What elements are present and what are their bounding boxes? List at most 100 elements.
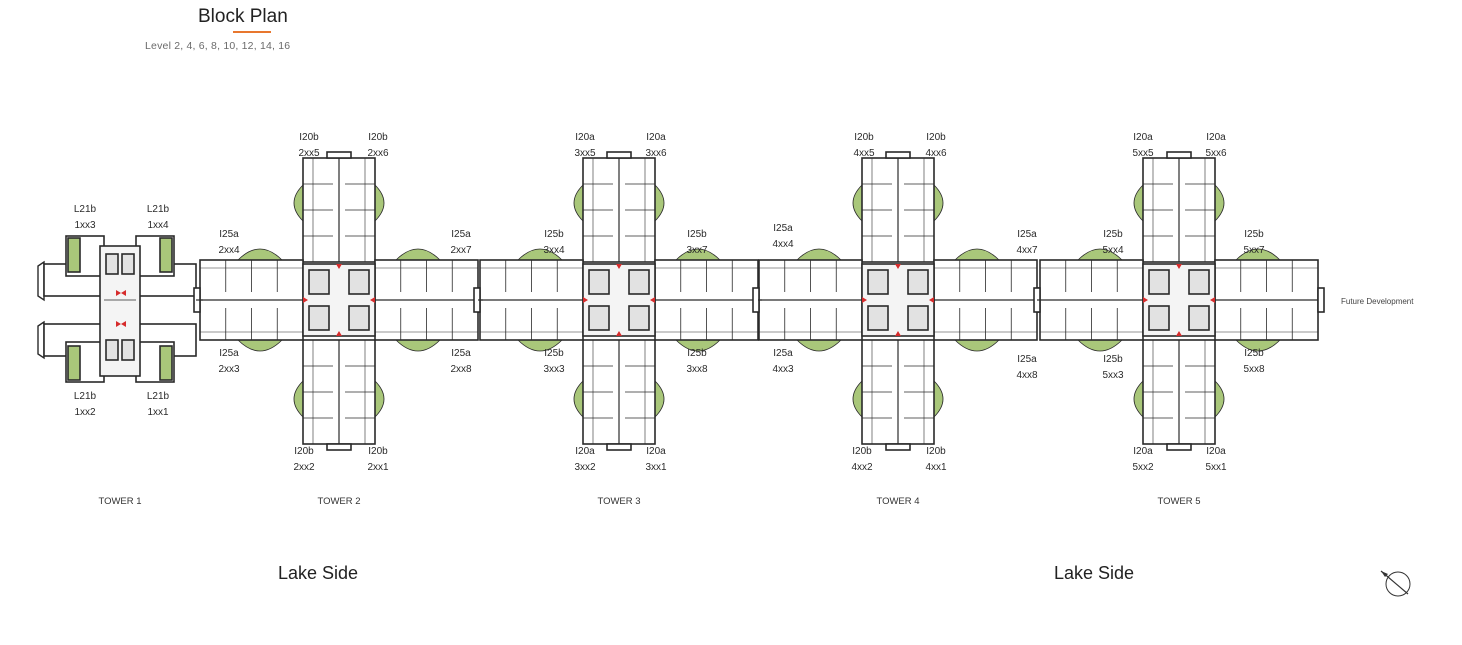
- balcony-garden: [1133, 184, 1144, 222]
- stair-core: [588, 305, 610, 331]
- balcony-garden: [1133, 380, 1144, 418]
- core-entry-marker: [1176, 331, 1182, 336]
- wing-end: [1166, 151, 1192, 159]
- wing-end: [326, 151, 352, 159]
- core-entry-marker: [1210, 297, 1215, 303]
- core-entry-marker: [1176, 264, 1182, 269]
- tower1-garden: [159, 345, 173, 381]
- balcony-garden: [954, 248, 1000, 261]
- balcony-garden: [654, 380, 665, 418]
- balcony-garden: [573, 184, 584, 222]
- core-entry-marker: [116, 290, 121, 296]
- balcony-garden: [933, 380, 944, 418]
- title-underline: [233, 31, 271, 33]
- tower1-end: [37, 320, 45, 360]
- tower-label: TOWER 3: [597, 496, 641, 507]
- balcony-garden: [293, 380, 304, 418]
- balcony-garden: [954, 339, 1000, 352]
- core-entry-marker: [616, 331, 622, 336]
- core-entry-marker: [121, 290, 126, 296]
- balcony-garden: [1214, 184, 1225, 222]
- wing-end: [1317, 287, 1325, 313]
- wing-end: [1166, 443, 1192, 451]
- balcony-garden: [1077, 339, 1123, 352]
- stair-core: [628, 305, 650, 331]
- wing-end: [606, 151, 632, 159]
- balcony-garden: [1214, 380, 1225, 418]
- tower-label: TOWER 2: [317, 496, 361, 507]
- balcony-garden: [293, 184, 304, 222]
- wing-end: [326, 443, 352, 451]
- core-entry-marker: [1143, 297, 1148, 303]
- tower-label: TOWER 5: [1157, 496, 1201, 507]
- balcony-garden: [374, 380, 385, 418]
- lift-shaft: [348, 269, 370, 295]
- tower-label: TOWER 4: [876, 496, 920, 507]
- core-entry-marker: [616, 264, 622, 269]
- lift-shaft: [121, 253, 135, 275]
- tower1-garden: [67, 345, 81, 381]
- tower1-garden: [67, 237, 81, 273]
- lift-shaft: [588, 269, 610, 295]
- stair-core: [1188, 305, 1210, 331]
- stair-core: [867, 305, 889, 331]
- core-entry-marker: [650, 297, 655, 303]
- lake-side-label-left: Lake Side: [278, 563, 359, 583]
- future-development-label: Future Development: [1341, 297, 1414, 306]
- lift-shaft: [867, 269, 889, 295]
- wing-end: [885, 443, 911, 451]
- stair-core: [348, 305, 370, 331]
- stair-core: [308, 305, 330, 331]
- lake-side-label-right: Lake Side: [1054, 563, 1135, 583]
- balcony-garden: [374, 184, 385, 222]
- stair-core: [121, 339, 135, 361]
- core-entry-marker: [370, 297, 375, 303]
- core-entry-marker: [116, 321, 121, 327]
- balcony-garden: [852, 184, 863, 222]
- core-entry-marker: [583, 297, 588, 303]
- core-entry-marker: [895, 264, 901, 269]
- stair-core: [1148, 305, 1170, 331]
- core-entry-marker: [862, 297, 867, 303]
- core-entry-marker: [929, 297, 934, 303]
- core-entry-marker: [336, 331, 342, 336]
- lift-shaft: [907, 269, 929, 295]
